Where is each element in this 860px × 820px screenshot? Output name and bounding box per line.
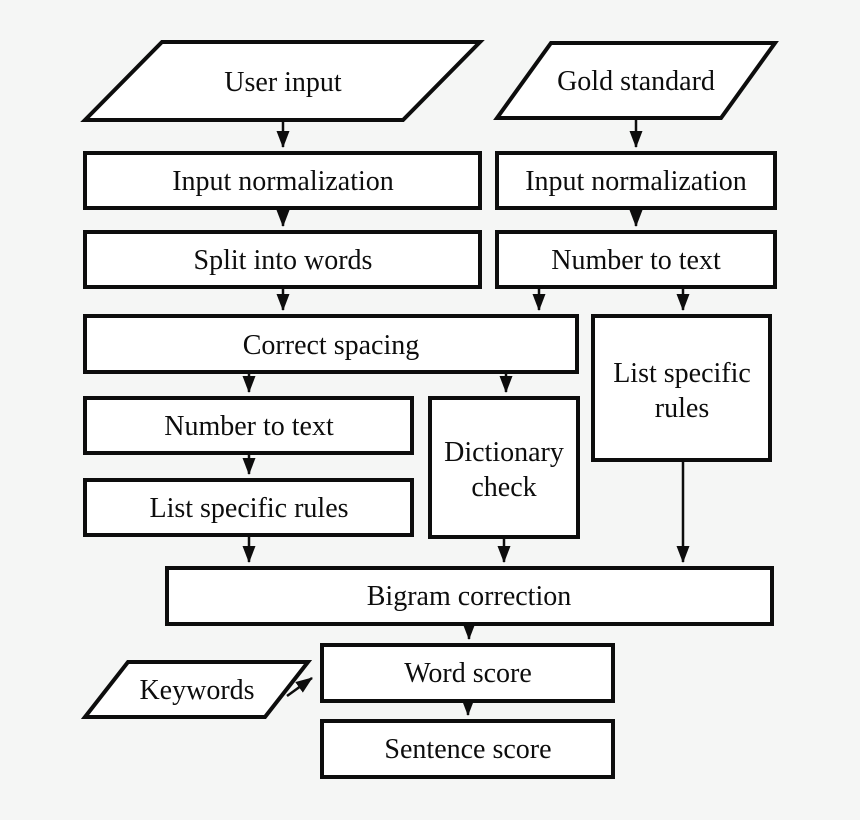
correct-spacing-label: Correct spacing <box>243 330 420 361</box>
edges <box>242 120 690 716</box>
dictionary-check-label-line2: check <box>471 472 536 503</box>
list-specific-rules-left-box <box>83 478 414 537</box>
bigram-correction-label: Bigram correction <box>367 581 571 612</box>
dictionary-check-box <box>428 396 580 539</box>
list-specific-rules-right-box <box>591 314 772 462</box>
keywords-parallelogram <box>80 660 313 719</box>
bigram-correction-box <box>165 566 774 626</box>
number-to-text-right-label: Number to text <box>551 245 721 276</box>
node-user-input: User input <box>80 40 485 122</box>
node-number-to-text-left: Number to text <box>83 396 414 455</box>
node-list-specific-rules-left: List specific rules <box>83 478 414 537</box>
number-to-text-left-label: Number to text <box>164 411 334 442</box>
arrow-keywords-to-word-score <box>286 676 313 698</box>
node-number-to-text-right: Number to text <box>495 230 777 289</box>
number-to-text-right-box <box>495 230 777 289</box>
node-sentence-score: Sentence score <box>320 719 615 779</box>
node-input-normalization-left: Input normalization <box>83 151 482 210</box>
split-into-words-box <box>83 230 482 289</box>
list-specific-rules-left-label: List specific rules <box>149 493 348 524</box>
input-normalization-left-box <box>83 151 482 210</box>
node-keywords: Keywords <box>80 660 313 719</box>
word-score-box <box>320 643 615 703</box>
node-list-specific-rules-right: List specific rules <box>591 314 772 462</box>
word-score-label: Word score <box>404 658 532 689</box>
node-dictionary-check: Dictionary check <box>428 396 580 539</box>
sentence-score-box <box>320 719 615 779</box>
node-word-score: Word score <box>320 643 615 703</box>
node-input-normalization-right: Input normalization <box>495 151 777 210</box>
node-correct-spacing: Correct spacing <box>83 314 579 374</box>
user-input-parallelogram <box>80 40 485 122</box>
input-normalization-left-label: Input normalization <box>172 166 394 197</box>
user-input-label: User input <box>224 67 342 98</box>
dictionary-check-label-line1: Dictionary <box>444 437 564 468</box>
input-normalization-right-label: Input normalization <box>525 166 747 197</box>
number-to-text-left-box <box>83 396 414 455</box>
gold-standard-parallelogram <box>493 41 779 120</box>
gold-standard-label: Gold standard <box>557 66 715 97</box>
keywords-label: Keywords <box>139 675 254 706</box>
node-bigram-correction: Bigram correction <box>165 566 774 626</box>
node-split-into-words: Split into words <box>83 230 482 289</box>
sentence-score-label: Sentence score <box>384 734 551 765</box>
split-into-words-label: Split into words <box>194 245 373 276</box>
list-specific-rules-right-label-line1: List specific <box>613 358 751 389</box>
correct-spacing-box <box>83 314 579 374</box>
input-normalization-right-box <box>495 151 777 210</box>
list-specific-rules-right-label-line2: rules <box>655 393 709 424</box>
node-gold-standard: Gold standard <box>493 41 779 120</box>
